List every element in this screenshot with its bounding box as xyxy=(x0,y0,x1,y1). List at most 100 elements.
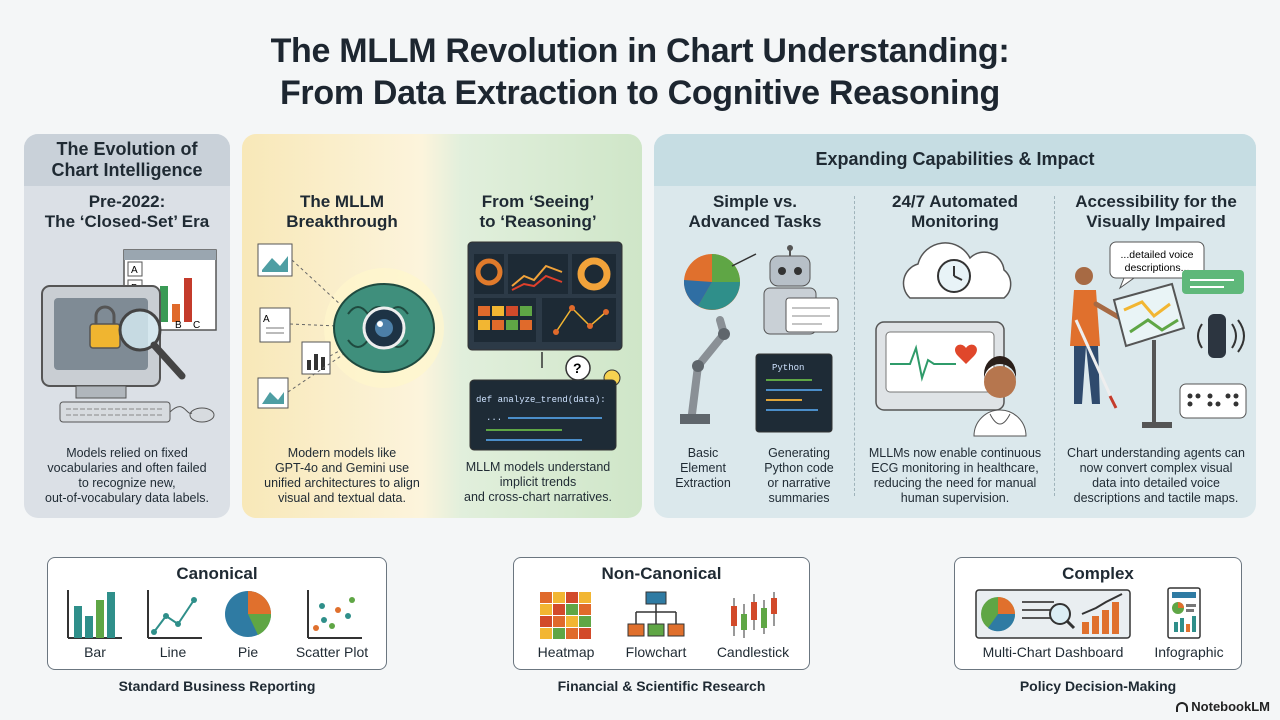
access-desc-line: Chart understanding agents can xyxy=(1067,446,1245,460)
advanced-label-line: Generating xyxy=(768,446,830,460)
reasoning-title-line: to ‘Reasoning’ xyxy=(479,212,597,231)
chat-bubble-icon xyxy=(1182,270,1244,294)
title-line-2: From Data Extraction to Cognitive Reason… xyxy=(279,74,1001,112)
breakthrough-desc-line: visual and textual data. xyxy=(278,491,406,505)
heatmap-label: Heatmap xyxy=(537,644,595,660)
complex-icons xyxy=(975,587,1201,639)
capabilities-heading: Expanding Capabilities & Impact xyxy=(815,149,1095,169)
monitoring-desc-line: ECG monitoring in healthcare, xyxy=(871,461,1039,475)
non-canonical-icons xyxy=(540,591,777,639)
lock-icon xyxy=(89,323,121,349)
flowchart-label: Flowchart xyxy=(625,644,687,660)
infographic-icon xyxy=(1167,587,1201,639)
tasks-title-line: Advanced Tasks xyxy=(688,212,822,231)
heart-icon xyxy=(955,344,977,364)
multi-chart-dashboard-label: Multi-Chart Dashboard xyxy=(982,644,1124,660)
scatter-plot-label: Scatter Plot xyxy=(295,644,369,660)
monitoring-desc-line: MLLMs now enable continuous xyxy=(868,446,1042,460)
accessibility-illustration: ...detailed voice descriptions... xyxy=(1070,241,1247,428)
evolution-heading-line: The Evolution of xyxy=(56,139,198,159)
robot-arm-icon xyxy=(688,316,729,418)
complex-title: Complex xyxy=(1062,564,1134,583)
divider xyxy=(854,196,855,496)
magnifier-icon xyxy=(118,308,162,352)
access-desc-line: now convert complex visual xyxy=(1079,461,1233,475)
breakthrough-desc-line: GPT-4o and Gemini use xyxy=(274,461,410,475)
code-line: def analyze_trend(data): xyxy=(476,395,606,405)
speech-bubble-icon xyxy=(785,297,839,333)
heatmap-icon xyxy=(540,592,591,639)
doc-letter-a: A xyxy=(263,314,270,325)
closed-set-era-description: Models relied on fixed vocabularies and … xyxy=(28,446,226,506)
divider xyxy=(1054,196,1055,496)
era-desc-line: Models relied on fixed xyxy=(66,446,188,460)
dashboard-icon xyxy=(975,589,1131,639)
brain-illustration: A xyxy=(257,243,444,409)
line-label: Line xyxy=(159,644,187,660)
advanced-label-line: summaries xyxy=(768,491,830,505)
title-line-1: The MLLM Revolution in Chart Understandi… xyxy=(270,32,1010,70)
access-title-line: Accessibility for the xyxy=(1075,192,1237,211)
complex-footer: Policy Decision-Making xyxy=(1019,678,1177,694)
non-canonical-title: Non-Canonical xyxy=(601,564,722,583)
braille-display-icon xyxy=(1179,383,1247,419)
monitoring-desc-line: human supervision. xyxy=(900,491,1010,505)
reasoning-desc-line: and cross-chart narratives. xyxy=(464,490,612,504)
canonical-icons xyxy=(67,590,362,639)
flowchart-icon xyxy=(627,591,685,637)
notebooklm-logo-icon xyxy=(1176,702,1189,712)
era-title-line: Pre-2022: xyxy=(88,192,166,211)
monitoring-title-line: Monitoring xyxy=(911,212,999,231)
reasoning-desc-line: implicit trends xyxy=(499,475,577,489)
pie-label: Pie xyxy=(237,644,259,660)
monitoring-title: 24/7 Automated Monitoring xyxy=(860,192,1050,232)
chart-letter-b2: B xyxy=(175,320,182,331)
era-title-line: The ‘Closed-Set’ Era xyxy=(44,212,210,231)
breakthrough-title-line: The MLLM xyxy=(299,192,385,211)
mllm-breakthrough-description: Modern models like GPT-4o and Gemini use… xyxy=(252,446,432,506)
text-doc-icon xyxy=(259,307,291,343)
breakthrough-desc-line: unified architectures to align xyxy=(264,476,420,490)
line-chart-icon xyxy=(147,590,202,639)
code-editor-icon xyxy=(469,379,617,451)
non-canonical-footer: Financial & Scientific Research xyxy=(557,678,766,694)
basic-label-line: Basic xyxy=(687,446,719,460)
advanced-label-line: Python code xyxy=(764,461,834,475)
era-desc-line: out-of-vocabulary data labels. xyxy=(45,491,209,505)
basic-label-line: Element xyxy=(680,461,726,475)
page-title: The MLLM Revolution in Chart Understandi… xyxy=(0,30,1280,114)
scatter-plot-icon xyxy=(307,590,362,639)
reasoning-title-line: From ‘Seeing’ xyxy=(481,192,595,211)
brand-label: NotebookLM xyxy=(1191,699,1270,714)
brand-watermark: NotebookLM xyxy=(1176,699,1270,714)
era-desc-line: vocabularies and often failed xyxy=(47,461,207,475)
chart-letter-a: A xyxy=(131,265,138,276)
evolution-heading-line: Chart Intelligence xyxy=(51,160,203,180)
code-dots: ... xyxy=(486,413,502,423)
accessibility-title: Accessibility for the Visually Impaired xyxy=(1058,192,1254,232)
person-icon xyxy=(1075,267,1093,285)
pie-chart-icon xyxy=(225,591,272,637)
monitoring-description: MLLMs now enable continuous ECG monitori… xyxy=(860,446,1050,506)
access-desc-line: data into detailed voice xyxy=(1092,476,1220,490)
mllm-breakthrough-title: The MLLM Breakthrough xyxy=(252,192,432,232)
smart-speaker-icon xyxy=(1208,314,1226,358)
canonical-footer: Standard Business Reporting xyxy=(118,678,316,694)
voice-bubble-line: ...detailed voice xyxy=(1121,249,1194,261)
mouse-icon xyxy=(189,407,215,423)
python-label: Python xyxy=(772,363,804,373)
breakthrough-desc-line: Modern models like xyxy=(287,446,397,460)
tasks-illustration: Python xyxy=(680,245,839,433)
bar-chart-icon xyxy=(67,590,122,639)
seeing-to-reasoning-title: From ‘Seeing’ to ‘Reasoning’ xyxy=(448,192,628,232)
basic-extraction-label: Basic Element Extraction xyxy=(666,446,740,491)
era-desc-line: to recognize new, xyxy=(78,476,176,490)
advanced-label-line: or narrative xyxy=(767,476,831,490)
reasoning-dashboard-illustration: ? def analyze_trend(data): ... xyxy=(467,241,623,451)
robot-icon xyxy=(769,255,811,287)
evolution-heading: The Evolution of Chart Intelligence xyxy=(24,139,230,181)
closed-set-era-title: Pre-2022: The ‘Closed-Set’ Era xyxy=(24,192,230,232)
python-editor-icon xyxy=(755,353,833,433)
tactile-map-icon xyxy=(1112,282,1186,348)
doctor-icon xyxy=(984,366,1016,398)
